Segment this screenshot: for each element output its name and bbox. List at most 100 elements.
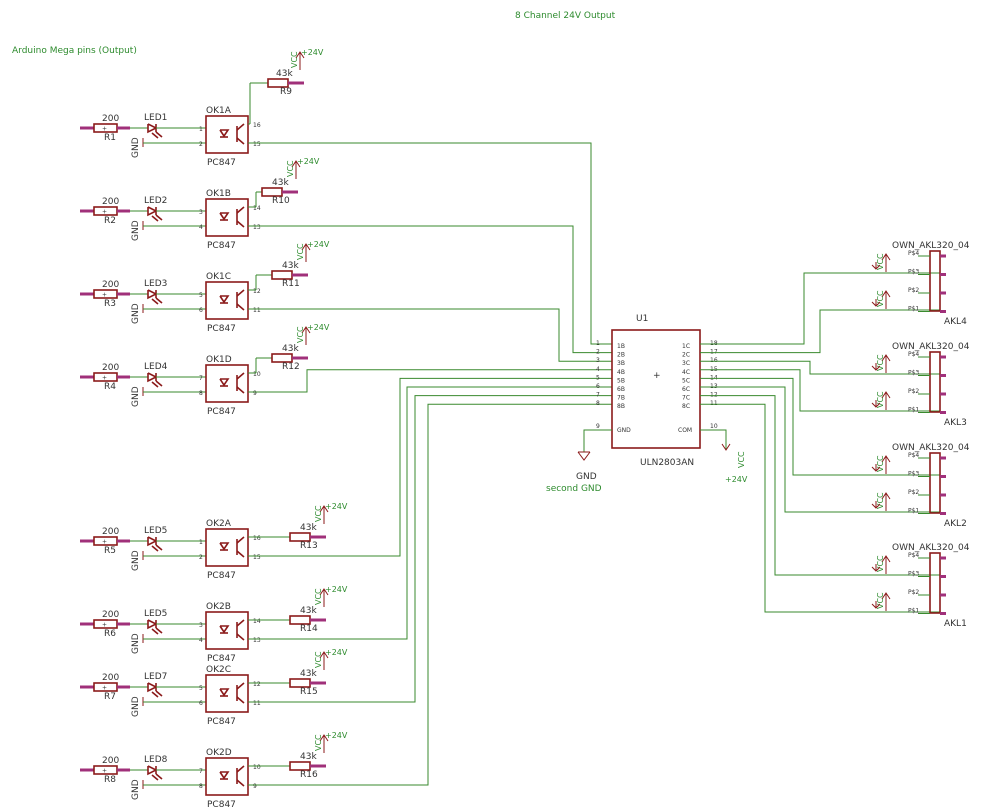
ok-pin-cathode: 6: [199, 700, 203, 707]
connector-pin-name: P$1: [908, 608, 919, 615]
ok-pin-emitter: 13: [253, 637, 261, 644]
resistor-plus: +: [102, 685, 107, 692]
ok-transistor-emitter: [236, 550, 245, 558]
vcc-arrow-icon: [881, 592, 891, 600]
gnd-arrow-icon: [871, 402, 881, 408]
uln-com-pin-number: 10: [710, 423, 718, 430]
gnd-arrow-icon: [871, 466, 881, 472]
ok-pin-emitter: 9: [253, 390, 257, 397]
resistor-ref: R5: [104, 546, 116, 556]
led-ref: LED5: [144, 526, 167, 536]
resistor-value: 200: [102, 114, 119, 124]
optocoupler-ref: OK1C: [206, 272, 231, 282]
uln-ref: U1: [636, 314, 648, 324]
ok-pin-collector: 16: [253, 535, 261, 542]
led-ref: LED5: [144, 609, 167, 619]
vcc-supply-symbol: VCC: [876, 455, 891, 474]
optocoupler-ref: OK1B: [206, 189, 231, 199]
optocoupler-body: [205, 757, 249, 796]
ok-pin-anode: 1: [199, 126, 203, 133]
vcc-supply-symbol: VCC: [876, 253, 891, 272]
gnd-label: GND: [131, 696, 141, 717]
vcc-arrow-icon: [881, 555, 891, 563]
connector-pin-name: P$1: [908, 508, 919, 515]
ok-transistor-emitter: [236, 779, 245, 787]
v24-label: +24V: [301, 48, 324, 57]
connector-ref: AKL3: [944, 418, 967, 428]
vcc-arrow-icon: [319, 651, 329, 659]
vcc-supply-symbol: VCC+24V: [314, 648, 348, 670]
optocoupler-part: PC847: [207, 407, 236, 417]
v24-label: +24V: [307, 323, 330, 332]
led-ray-1: [151, 132, 159, 139]
uln-right-pin-name: 2C: [682, 352, 690, 359]
uln-right-pin-name: 5C: [682, 377, 690, 384]
signal-wire: [248, 403, 612, 786]
ok-pin-cathode: 6: [199, 307, 203, 314]
ok-pin-cathode: 4: [199, 637, 203, 644]
connector-part: OWN_AKL320_04: [892, 443, 970, 453]
connector-pin-name: P$2: [908, 287, 919, 294]
uln-left-pin-number: 3: [596, 357, 600, 364]
connector-pin-name: P$2: [908, 589, 919, 596]
pullup-value: 43k: [282, 344, 299, 354]
uln-left-pin-name: 3B: [617, 360, 625, 367]
vcc-arrow-icon: [301, 326, 311, 334]
vcc-supply-symbol: VCC+24V: [290, 48, 324, 70]
output-connectors: OWN_AKL320_04AKL4P$4P$3P$2P$1VCCVCCOWN_A…: [871, 241, 970, 629]
resistor-ref: R7: [104, 692, 116, 702]
channel-6: +200R6LED5GNDOK2BPC84734141343kR14VCC+24…: [80, 386, 612, 664]
pullup-value: 43k: [276, 69, 293, 79]
ok-pin-anode: 7: [199, 768, 203, 775]
ok-pin-anode: 5: [199, 292, 203, 299]
vcc-supply-symbol: VCC: [876, 391, 891, 410]
led-ray-2: [155, 380, 163, 387]
connector-body: [929, 452, 941, 514]
gnd-label: GND: [131, 633, 141, 654]
pullup-resistor: [267, 78, 289, 88]
vcc-arrow-icon: [291, 160, 301, 168]
led-ray-1: [151, 298, 159, 305]
vcc-label: VCC: [290, 51, 299, 68]
connector-pin-name: P$1: [908, 407, 919, 414]
vcc-arrow-icon: [319, 588, 329, 596]
vcc-label: VCC: [876, 253, 885, 270]
ok-led-icon: [219, 625, 230, 634]
connector-pin-name: P$3: [908, 370, 919, 377]
resistor-ref: R6: [104, 629, 116, 639]
resistor-plus: +: [102, 539, 107, 546]
led-diode-icon: [147, 536, 158, 547]
led-diode-icon: [147, 123, 158, 134]
resistor-plus: +: [102, 126, 107, 133]
com-arrow-icon: [721, 443, 731, 451]
resistor-plus: +: [102, 768, 107, 775]
connector-ref: AKL4: [944, 317, 967, 327]
ok-transistor-collector: [236, 123, 245, 131]
schematic-title: 8 Channel 24V Output: [515, 11, 616, 21]
v24-label: +24V: [297, 157, 320, 166]
led-ref: LED2: [144, 196, 167, 206]
signal-wire: [248, 142, 612, 345]
resistor-plus: +: [102, 375, 107, 382]
vcc-label: VCC: [286, 160, 295, 177]
ok-transistor-emitter: [236, 633, 245, 641]
ok-led-icon: [219, 378, 230, 387]
vcc-supply-symbol: VCC: [876, 592, 891, 611]
resistor-ref: R8: [104, 775, 116, 785]
input-label: Arduino Mega pins (Output): [12, 46, 137, 56]
pullup-resistor: [289, 532, 311, 542]
led-diode-icon: [147, 765, 158, 776]
gnd-arrow-icon: [871, 301, 881, 307]
led-ray-2: [155, 773, 163, 780]
led-ref: LED1: [144, 113, 167, 123]
uln-left-pin-number: 5: [596, 374, 600, 381]
ok-pin-cathode: 2: [199, 554, 203, 561]
v24-label: +24V: [325, 648, 348, 657]
channel-7: +200R7LED7GNDOK2CPC84756121143kR15VCC+24…: [80, 395, 612, 727]
led-ref: LED3: [144, 279, 167, 289]
led-ref: LED8: [144, 755, 168, 765]
ok-pin-collector: 14: [253, 205, 261, 212]
